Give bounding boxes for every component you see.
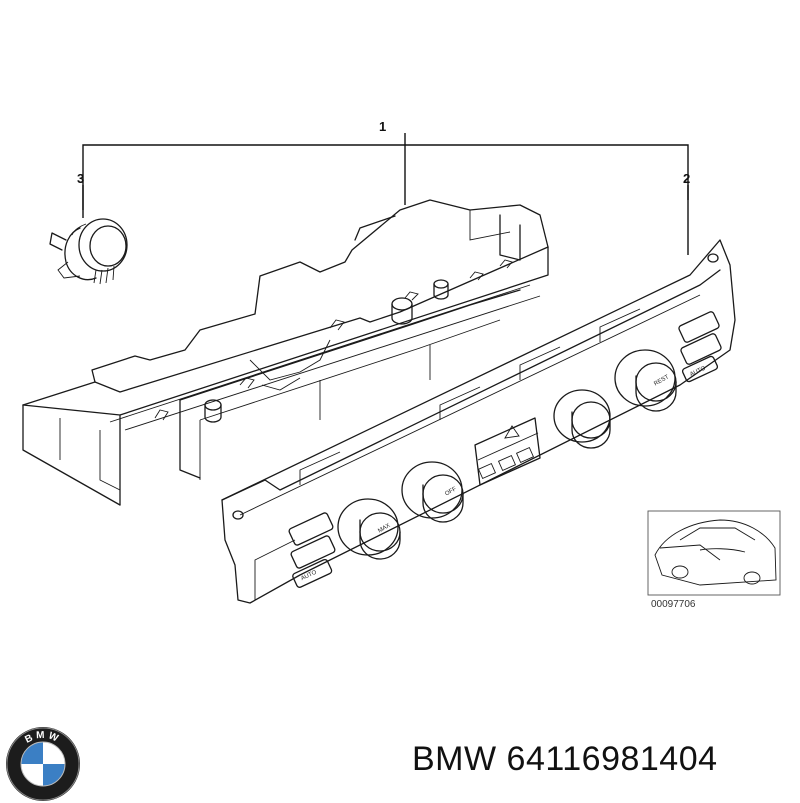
svg-text:BMW: BMW — [23, 730, 62, 746]
bmw-roundel-logo: BMW — [6, 727, 80, 801]
callout-2: 2 — [683, 171, 690, 186]
knob-label-max: MAX — [377, 523, 391, 535]
part-1-housing-frame — [22, 199, 549, 506]
callout-3: 3 — [77, 171, 84, 186]
leader-lines — [82, 133, 689, 255]
part-caption: BMW 64116981404 — [412, 740, 797, 779]
caption-brand: BMW — [412, 740, 497, 778]
caption-part-number: 64116981404 — [506, 740, 718, 778]
callout-1: 1 — [379, 119, 386, 134]
auto-label-right: AUTO — [689, 365, 707, 378]
reference-number: 00097706 — [651, 599, 696, 610]
knob-label-rest: REST — [653, 374, 670, 387]
logo-text: BMW — [23, 730, 59, 746]
part-3-knob-ring — [49, 218, 128, 285]
knob-label-off: OFF — [444, 486, 458, 497]
vehicle-thumbnail — [647, 510, 781, 596]
